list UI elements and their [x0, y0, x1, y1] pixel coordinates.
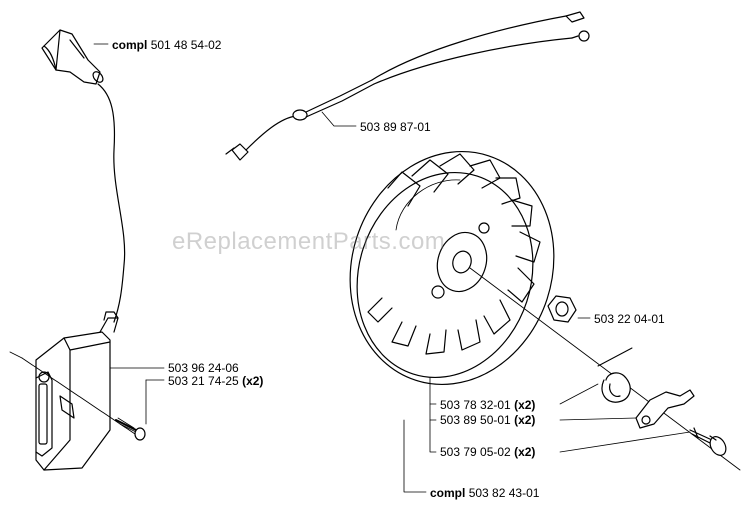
- callout-pin: 503 79 05-02 (x2): [440, 445, 535, 459]
- flywheel-nut: [547, 295, 577, 323]
- spark-plug-cap: [41, 29, 104, 85]
- part-number: 503 22 04-01: [594, 312, 665, 326]
- callout-prefix: compl: [112, 38, 148, 52]
- part-number: 503 78 32-01: [440, 398, 511, 412]
- part-number: 503 89 50-01: [440, 413, 511, 427]
- part-number: 503 96 24-06: [168, 361, 239, 375]
- callout-spark-cap: compl 501 48 54-02: [112, 38, 221, 52]
- callout-flywheel-compl: compl 503 82 43-01: [430, 486, 539, 500]
- callout-pawl: 503 89 50-01 (x2): [440, 413, 535, 427]
- part-number: 501 48 54-02: [150, 38, 222, 52]
- part-number: 503 82 43-01: [468, 486, 540, 500]
- callout-ignition-module: 503 96 24-06: [168, 361, 239, 375]
- callout-spring: 503 78 32-01 (x2): [440, 398, 535, 412]
- callout-flywheel-nut: 503 22 04-01: [594, 312, 665, 326]
- pawl: [635, 389, 695, 429]
- quantity: (x2): [514, 413, 536, 427]
- ignition-module: [35, 311, 119, 471]
- part-number: 503 21 74-25: [168, 374, 239, 388]
- pin: [689, 427, 727, 456]
- flywheel: [349, 150, 555, 386]
- part-number: 503 79 05-02: [440, 445, 511, 459]
- ignition-lead: [97, 83, 126, 323]
- quantity: (x2): [242, 374, 264, 388]
- module-screw: [115, 417, 146, 441]
- part-number: 503 89 87-01: [360, 120, 431, 134]
- wire-harness: [225, 11, 590, 161]
- watermark: eReplacementParts.com: [172, 228, 446, 255]
- callout-module-screw: 503 21 74-25 (x2): [168, 374, 263, 388]
- quantity: (x2): [514, 445, 536, 459]
- quantity: (x2): [514, 398, 536, 412]
- spring: [597, 347, 633, 403]
- callout-prefix: compl: [430, 486, 466, 500]
- callout-wire-harness: 503 89 87-01: [360, 120, 431, 134]
